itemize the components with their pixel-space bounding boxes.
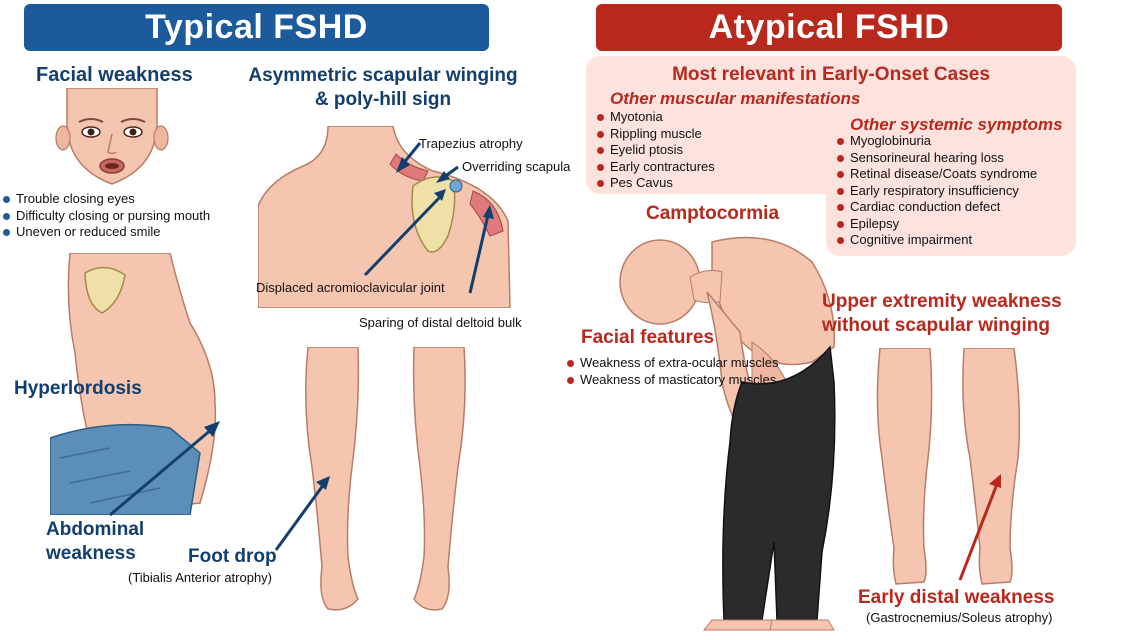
list-item: Early respiratory insufficiency: [836, 183, 1037, 200]
list-item: Retinal disease/Coats syndrome: [836, 166, 1037, 183]
distal-weakness-arrow: [958, 474, 1001, 581]
upper-extremity-line-1: Upper extremity weakness: [822, 291, 1062, 312]
list-item: Myoglobinuria: [836, 133, 1037, 150]
systemic-symptoms-list: Myoglobinuria Sensorineural hearing loss…: [836, 133, 1037, 249]
abdominal-arrow: [109, 421, 220, 517]
trapezius-atrophy-label: Trapezius atrophy: [419, 136, 523, 151]
abdominal-weakness-label: Abdominal weakness: [46, 518, 144, 566]
scapular-title: Asymmetric scapular winging & poly-hill …: [233, 64, 533, 112]
list-item: Weakness of extra-ocular muscles: [566, 355, 778, 372]
deltoid-sparing-label: Sparing of distal deltoid bulk: [359, 315, 522, 330]
list-item: Sensorineural hearing loss: [836, 150, 1037, 167]
list-item: Cardiac conduction defect: [836, 199, 1037, 216]
list-item: Early contractures: [596, 159, 715, 176]
face-illustration: [55, 88, 169, 185]
facial-features-title: Facial features: [581, 327, 715, 348]
facial-weakness-title: Facial weakness: [36, 64, 193, 86]
tibialis-anterior-note: (Tibialis Anterior atrophy): [128, 570, 273, 585]
list-item: Rippling muscle: [596, 126, 715, 143]
legs-front-illustration: [305, 347, 466, 611]
systemic-symptoms-title: Other systemic symptoms: [850, 115, 1063, 134]
foot-drop-arrow: [274, 476, 330, 551]
early-distal-weakness-label: Early distal weakness: [858, 587, 1055, 608]
displaced-joint-label: Displaced acromioclavicular joint: [256, 280, 445, 295]
list-item: Epilepsy: [836, 216, 1037, 233]
list-item: Myotonia: [596, 109, 715, 126]
list-item: Pes Cavus: [596, 175, 715, 192]
facial-weakness-list: Trouble closing eyes Difficulty closing …: [2, 191, 210, 241]
back-scapula-illustration: [258, 126, 511, 308]
list-item: Uneven or reduced smile: [2, 224, 210, 241]
scapular-title-line-1: Asymmetric scapular winging: [248, 65, 518, 86]
overriding-scapula-label: Overriding scapula: [462, 159, 571, 174]
hyperlordosis-label: Hyperlordosis: [14, 378, 142, 399]
scapular-title-line-2: & poly-hill sign: [314, 89, 452, 110]
muscular-manifestations-title: Other muscular manifestations: [610, 89, 861, 108]
abdominal-line-2: weakness: [46, 543, 136, 564]
gastrocnemius-soleus-note: (Gastrocnemius/Soleus atrophy): [866, 610, 1053, 625]
abdominal-line-1: Abdominal: [46, 519, 145, 540]
facial-features-list: Weakness of extra-ocular muscles Weaknes…: [566, 355, 778, 388]
typical-fshd-banner: Typical FSHD: [24, 4, 489, 51]
hyperlordosis-torso-illustration: [50, 253, 217, 515]
list-item: Difficulty closing or pursing mouth: [2, 208, 210, 225]
muscular-manifestations-list: Myotonia Rippling muscle Eyelid ptosis E…: [596, 109, 715, 192]
list-item: Eyelid ptosis: [596, 142, 715, 159]
foot-drop-label: Foot drop: [188, 546, 277, 567]
atypical-fshd-banner: Atypical FSHD: [596, 4, 1062, 51]
camptocormia-label: Camptocormia: [646, 203, 780, 224]
calves-back-illustration: [876, 348, 1021, 585]
upper-extremity-line-2: without scapular winging: [822, 315, 1050, 336]
camptocormia-figure-illustration: [619, 236, 836, 631]
list-item: Cognitive impairment: [836, 232, 1037, 249]
scapular-arrows: [363, 142, 494, 294]
list-item: Weakness of masticatory muscles: [566, 372, 778, 389]
list-item: Trouble closing eyes: [2, 191, 210, 208]
upper-extremity-title: Upper extremity weakness without scapula…: [822, 290, 1062, 338]
early-onset-title: Most relevant in Early-Onset Cases: [672, 64, 990, 85]
systemic-symptoms-panel: [826, 112, 1076, 256]
